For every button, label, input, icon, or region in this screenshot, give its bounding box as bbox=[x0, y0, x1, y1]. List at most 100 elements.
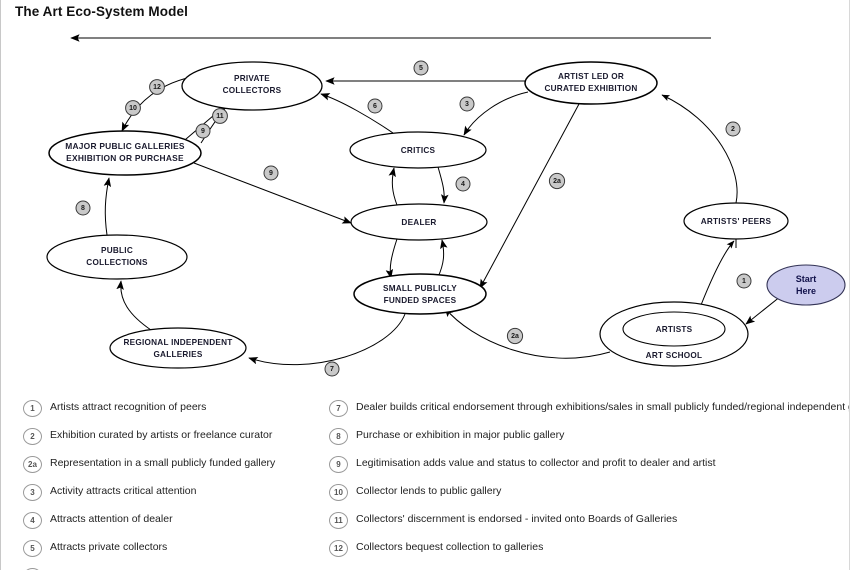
edge-badge-9-lower: 9 bbox=[263, 165, 279, 181]
legend-number: 10 bbox=[329, 484, 348, 501]
legend-number: 4 bbox=[23, 512, 42, 529]
node-label-dealer: DEALER bbox=[401, 218, 436, 227]
start-here-label-l1: Start bbox=[796, 274, 817, 284]
legend-number: 9 bbox=[329, 456, 348, 473]
node-label-artist-led-exhibition-l1: ARTIST LED OR bbox=[558, 72, 624, 81]
node-label-artists-peers: ARTISTS' PEERS bbox=[701, 217, 772, 226]
edge-badge-7-label: 7 bbox=[330, 366, 334, 373]
node-label-small-spaces-l2: FUNDED SPACES bbox=[384, 296, 457, 305]
node-label-public-collections-l2: COLLECTIONS bbox=[86, 258, 148, 267]
edge-9-major-galleries-to-dealer bbox=[193, 162, 352, 224]
node-artists[interactable]: ARTISTS bbox=[622, 311, 726, 347]
legend-label: Legitimisation adds value and status to … bbox=[356, 457, 716, 469]
legend-label: Collectors bequest collection to galleri… bbox=[356, 541, 544, 553]
legend-column-left: 1 Artists attract recognition of peers 2… bbox=[23, 398, 402, 570]
node-label-regional-l1: REGIONAL INDEPENDENT bbox=[123, 338, 232, 347]
legend-item: 7 Dealer builds critical endorsement thr… bbox=[329, 398, 850, 426]
legend-label: Artists attract recognition of peers bbox=[50, 401, 207, 413]
legend-label: Exhibition curated by artists or freelan… bbox=[50, 429, 273, 441]
node-label-artists: ARTISTS bbox=[656, 325, 693, 334]
edge-badge-1-label: 1 bbox=[742, 278, 746, 285]
legend-number: 12 bbox=[329, 540, 348, 557]
legend-item: 10 Collector lends to public gallery bbox=[329, 482, 849, 510]
edge-badge-12: 12 bbox=[149, 79, 165, 95]
edge-badge-9-lower-label: 9 bbox=[269, 170, 273, 177]
edge-badge-10-label: 10 bbox=[129, 105, 137, 112]
node-regional-independent-galleries[interactable]: REGIONAL INDEPENDENT GALLERIES bbox=[109, 327, 247, 369]
node-critics[interactable]: CRITICS bbox=[349, 131, 487, 169]
legend-number: 11 bbox=[329, 512, 348, 529]
edge-badge-11-label: 11 bbox=[216, 113, 224, 120]
legend-number: 7 bbox=[329, 400, 348, 417]
edge-badge-2-label: 2 bbox=[731, 126, 735, 133]
edge-badge-7: 7 bbox=[324, 361, 340, 377]
node-small-publicly-funded-spaces[interactable]: SMALL PUBLICLY FUNDED SPACES bbox=[353, 273, 487, 315]
edge-badge-9-upper: 9 bbox=[195, 123, 211, 139]
node-label-major-public-galleries-l2: EXHIBITION OR PURCHASE bbox=[66, 153, 184, 163]
legend-label: Dealer builds critical endorsement throu… bbox=[356, 401, 850, 413]
edge-2-peers-to-exhibition bbox=[661, 94, 738, 204]
node-label-artist-led-exhibition-l2: CURATED EXHIBITION bbox=[544, 84, 637, 93]
edge-badge-9-upper-label: 9 bbox=[201, 128, 205, 135]
edge-badge-8: 8 bbox=[75, 200, 91, 216]
node-major-public-galleries[interactable]: MAJOR PUBLIC GALLERIES EXHIBITION OR PUR… bbox=[48, 130, 202, 176]
node-label-critics: CRITICS bbox=[401, 146, 436, 155]
legend-label: Collector lends to public gallery bbox=[356, 485, 502, 497]
legend-number: 2 bbox=[23, 428, 42, 445]
legend-column-right: 7 Dealer builds critical endorsement thr… bbox=[329, 398, 850, 566]
edge-badge-10: 10 bbox=[125, 100, 141, 116]
node-dealer[interactable]: DEALER bbox=[350, 203, 488, 241]
legend-item: 2a Representation in a small publicly fu… bbox=[23, 454, 353, 482]
node-label-regional-l2: GALLERIES bbox=[153, 350, 202, 359]
edge-start-here-to-art-school bbox=[745, 295, 782, 325]
node-artists-peers[interactable]: ARTISTS' PEERS bbox=[683, 202, 789, 240]
legend-item: 2 Exhibition curated by artists or freel… bbox=[23, 426, 353, 454]
legend-number: 5 bbox=[23, 540, 42, 557]
legend-item: 6 Dealers build artists' reputation thro… bbox=[23, 566, 402, 570]
legend-label: Dealers build artists' reputation throug… bbox=[50, 566, 402, 570]
nodes-layer: PRIVATE COLLECTORS MAJOR PUBLIC GALLERIE… bbox=[46, 61, 846, 369]
legend: 1 Artists attract recognition of peers 2… bbox=[1, 398, 850, 570]
edge-regional-to-public-collections bbox=[116, 280, 152, 331]
edge-dealer-to-critics bbox=[388, 167, 398, 206]
node-label-art-school: ART SCHOOL bbox=[646, 351, 703, 360]
edge-2a-exhibition-to-small-spaces bbox=[479, 103, 580, 289]
legend-item: 9 Legitimisation adds value and status t… bbox=[329, 454, 849, 482]
legend-label: Attracts attention of dealer bbox=[50, 513, 173, 525]
edge-badges-layer: 1 2 2a 2a 3 4 bbox=[75, 60, 752, 377]
edge-badge-12-label: 12 bbox=[153, 84, 161, 91]
edge-badge-5-label: 5 bbox=[419, 65, 423, 72]
legend-item: 5 Attracts private collectors bbox=[23, 538, 353, 566]
node-label-public-collections-l1: PUBLIC bbox=[101, 246, 133, 255]
legend-item: 8 Purchase or exhibition in major public… bbox=[329, 426, 849, 454]
edge-badge-5: 5 bbox=[413, 60, 429, 76]
edge-badge-11: 11 bbox=[212, 108, 228, 124]
edge-dealer-to-small-spaces bbox=[385, 238, 398, 279]
edge-8-public-collections-to-major-galleries bbox=[103, 177, 112, 236]
edge-badge-8-label: 8 bbox=[81, 205, 85, 212]
start-here-label-l2: Here bbox=[796, 286, 816, 296]
edge-badge-2a-lower-label: 2a bbox=[511, 333, 519, 340]
legend-item: 3 Activity attracts critical attention bbox=[23, 482, 353, 510]
node-start-here[interactable]: Start Here bbox=[766, 264, 846, 306]
edge-badge-2: 2 bbox=[725, 121, 741, 137]
edge-badge-4-label: 4 bbox=[461, 181, 465, 188]
edge-3-exhibition-to-critics bbox=[463, 91, 529, 136]
legend-label: Collectors' discernment is endorsed - in… bbox=[356, 513, 678, 525]
edge-7-small-spaces-to-regional bbox=[248, 313, 406, 366]
edge-badge-6: 6 bbox=[367, 98, 383, 114]
edge-4-critics-to-dealer bbox=[437, 166, 449, 204]
node-public-collections[interactable]: PUBLIC COLLECTIONS bbox=[46, 234, 188, 280]
legend-label: Purchase or exhibition in major public g… bbox=[356, 429, 565, 441]
edge-small-spaces-to-dealer bbox=[437, 239, 448, 278]
node-label-private-collectors-l2: COLLECTORS bbox=[223, 86, 282, 95]
node-label-major-public-galleries-l1: MAJOR PUBLIC GALLERIES bbox=[65, 141, 185, 151]
page-title: The Art Eco-System Model bbox=[15, 4, 188, 19]
node-artist-led-exhibition[interactable]: ARTIST LED OR CURATED EXHIBITION bbox=[524, 61, 658, 105]
legend-item: 12 Collectors bequest collection to gall… bbox=[329, 538, 849, 566]
edge-badge-6-label: 6 bbox=[373, 103, 377, 110]
legend-number: 2a bbox=[23, 456, 42, 473]
edge-badge-2a-upper-label: 2a bbox=[553, 178, 561, 185]
node-private-collectors[interactable]: PRIVATE COLLECTORS bbox=[181, 61, 323, 111]
